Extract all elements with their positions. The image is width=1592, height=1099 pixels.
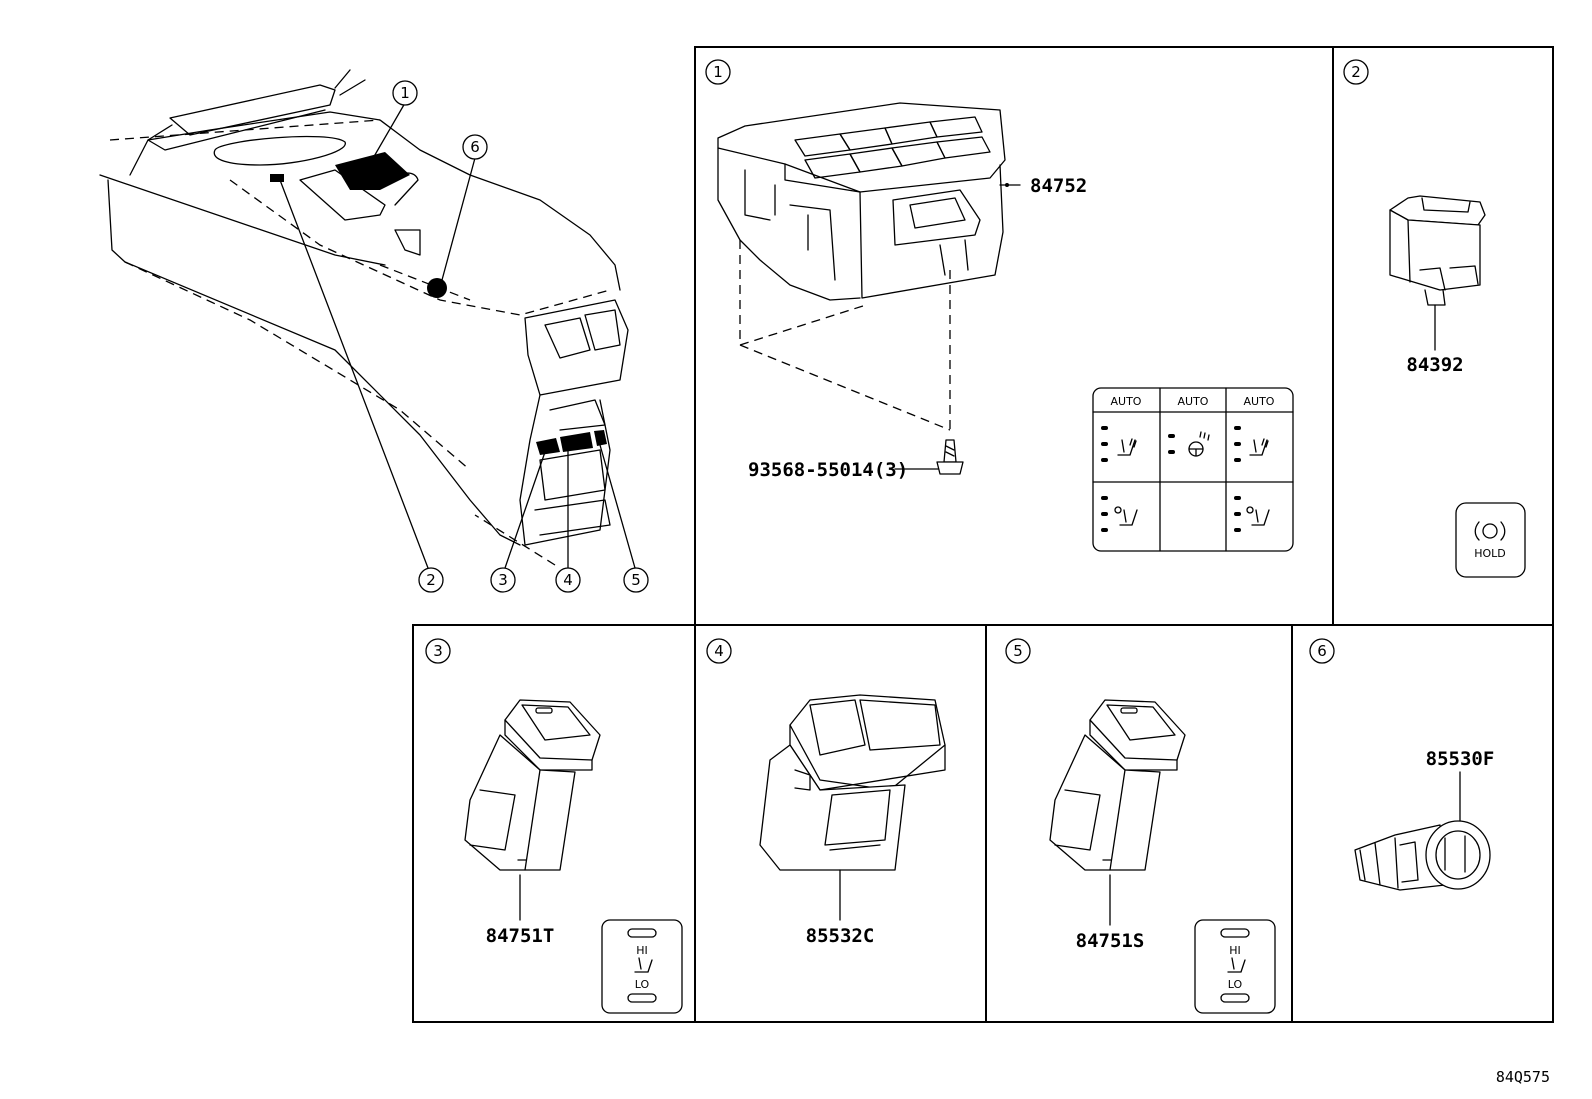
svg-text:6: 6 (1317, 642, 1327, 660)
screw (936, 439, 964, 475)
callout-6: 6 (462, 134, 488, 160)
panel-1-number: 1 (705, 59, 731, 85)
panel-4-number: 4 (706, 638, 732, 664)
inset-led-indicators (1101, 426, 1241, 532)
seat-heater-switch-right (1049, 699, 1186, 926)
hi-lo-inset-left: HI LO (601, 919, 683, 1014)
hold-button-inset: HOLD (1455, 502, 1526, 578)
seat-heater-icon-left-inset (634, 957, 653, 973)
svg-text:3: 3 (433, 642, 443, 660)
brake-hold-icon (1474, 521, 1506, 541)
seat-heater-switch-left (464, 699, 601, 921)
svg-text:2: 2 (1351, 63, 1361, 81)
part-number-85530f: 85530F (1426, 748, 1495, 770)
panel-3: 3 84751T HI LO (425, 638, 683, 1014)
part-number-84751s: 84751S (1076, 930, 1145, 952)
hi-label-right: HI (1229, 944, 1241, 957)
console-overview: 1 6 2 3 4 5 (99, 69, 649, 593)
lo-label-left: LO (635, 978, 650, 991)
seat-ventilation-icon (1114, 506, 1138, 526)
panel-3-number: 3 (425, 638, 451, 664)
inset-auto-left: AUTO (1111, 395, 1142, 408)
panel-6-number: 6 (1309, 638, 1335, 664)
lo-label-right: LO (1228, 978, 1243, 991)
svg-text:5: 5 (631, 571, 641, 589)
svg-text:5: 5 (1013, 642, 1023, 660)
callout-5: 5 (623, 567, 649, 593)
panel-1: 1 (705, 59, 1294, 552)
hi-label-left: HI (636, 944, 648, 957)
svg-text:2: 2 (426, 571, 436, 589)
hold-switch-part (1389, 195, 1486, 351)
dual-switch-part (759, 694, 946, 921)
seat-heater-icon-right-inset (1227, 957, 1246, 973)
hi-lo-inset-right: HI LO (1194, 919, 1276, 1014)
inset-auto-center: AUTO (1178, 395, 1209, 408)
callout-4: 4 (555, 567, 581, 593)
seat-heater-icon-right (1249, 438, 1269, 456)
panel-2-number: 2 (1343, 59, 1369, 85)
svg-text:1: 1 (400, 84, 410, 102)
panel-6: 6 85530F (1309, 638, 1495, 891)
callout-3: 3 (490, 567, 516, 593)
seat-heater-icon (1117, 438, 1137, 456)
seat-ventilation-icon-right (1246, 506, 1270, 526)
svg-text:4: 4 (714, 642, 724, 660)
part-number-85532c: 85532C (806, 925, 875, 947)
panel-5: 5 84751S HI LO (1005, 638, 1276, 1014)
diagram-reference: 84Q575 (1496, 1068, 1550, 1086)
callout-2: 2 (418, 567, 444, 593)
callout-1: 1 (392, 80, 418, 106)
part-number-84752: 84752 (1030, 175, 1087, 197)
part-number-84392: 84392 (1406, 354, 1463, 376)
power-outlet-socket (1354, 820, 1491, 891)
hold-label: HOLD (1474, 547, 1506, 560)
svg-text:6: 6 (470, 138, 480, 156)
svg-text:1: 1 (713, 63, 723, 81)
steering-heater-icon (1188, 431, 1210, 457)
panel-frames (412, 46, 1554, 1023)
panel-4: 4 85532C (706, 638, 946, 947)
part-number-84751t: 84751T (486, 925, 555, 947)
panel-2: 2 84392 HOLD (1343, 59, 1526, 578)
svg-text:3: 3 (498, 571, 508, 589)
svg-text:4: 4 (563, 571, 573, 589)
climate-switch-module (717, 102, 1021, 301)
panel-5-number: 5 (1005, 638, 1031, 664)
inset-auto-right: AUTO (1244, 395, 1275, 408)
part-number-93568-55014: 93568-55014(3) (748, 459, 908, 481)
switch-layout-inset: AUTO AUTO AUTO (1092, 387, 1294, 552)
